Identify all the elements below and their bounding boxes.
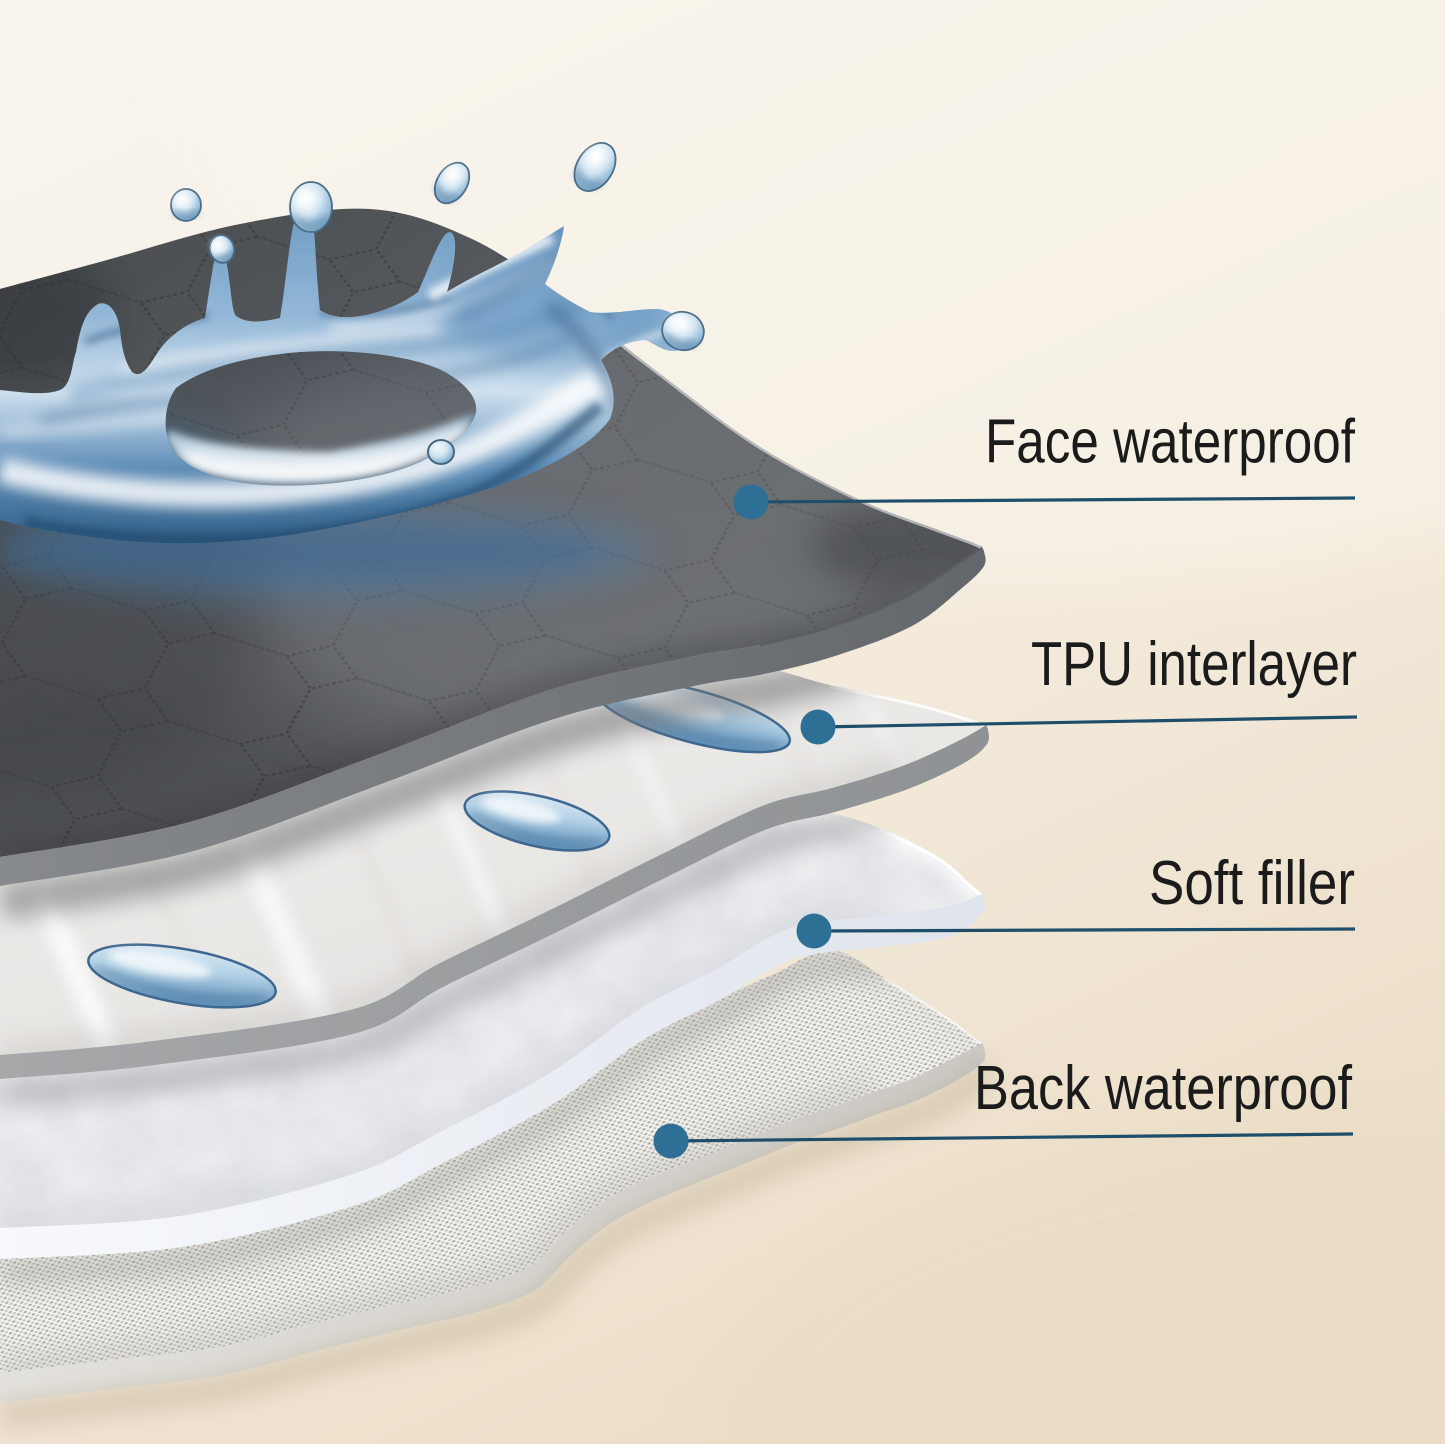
svg-text:Soft filler: Soft filler <box>1149 848 1355 918</box>
svg-text:Back waterproof: Back waterproof <box>974 1053 1353 1123</box>
svg-text:Face waterproof: Face waterproof <box>985 407 1356 477</box>
svg-text:TPU interlayer: TPU interlayer <box>1031 629 1357 699</box>
